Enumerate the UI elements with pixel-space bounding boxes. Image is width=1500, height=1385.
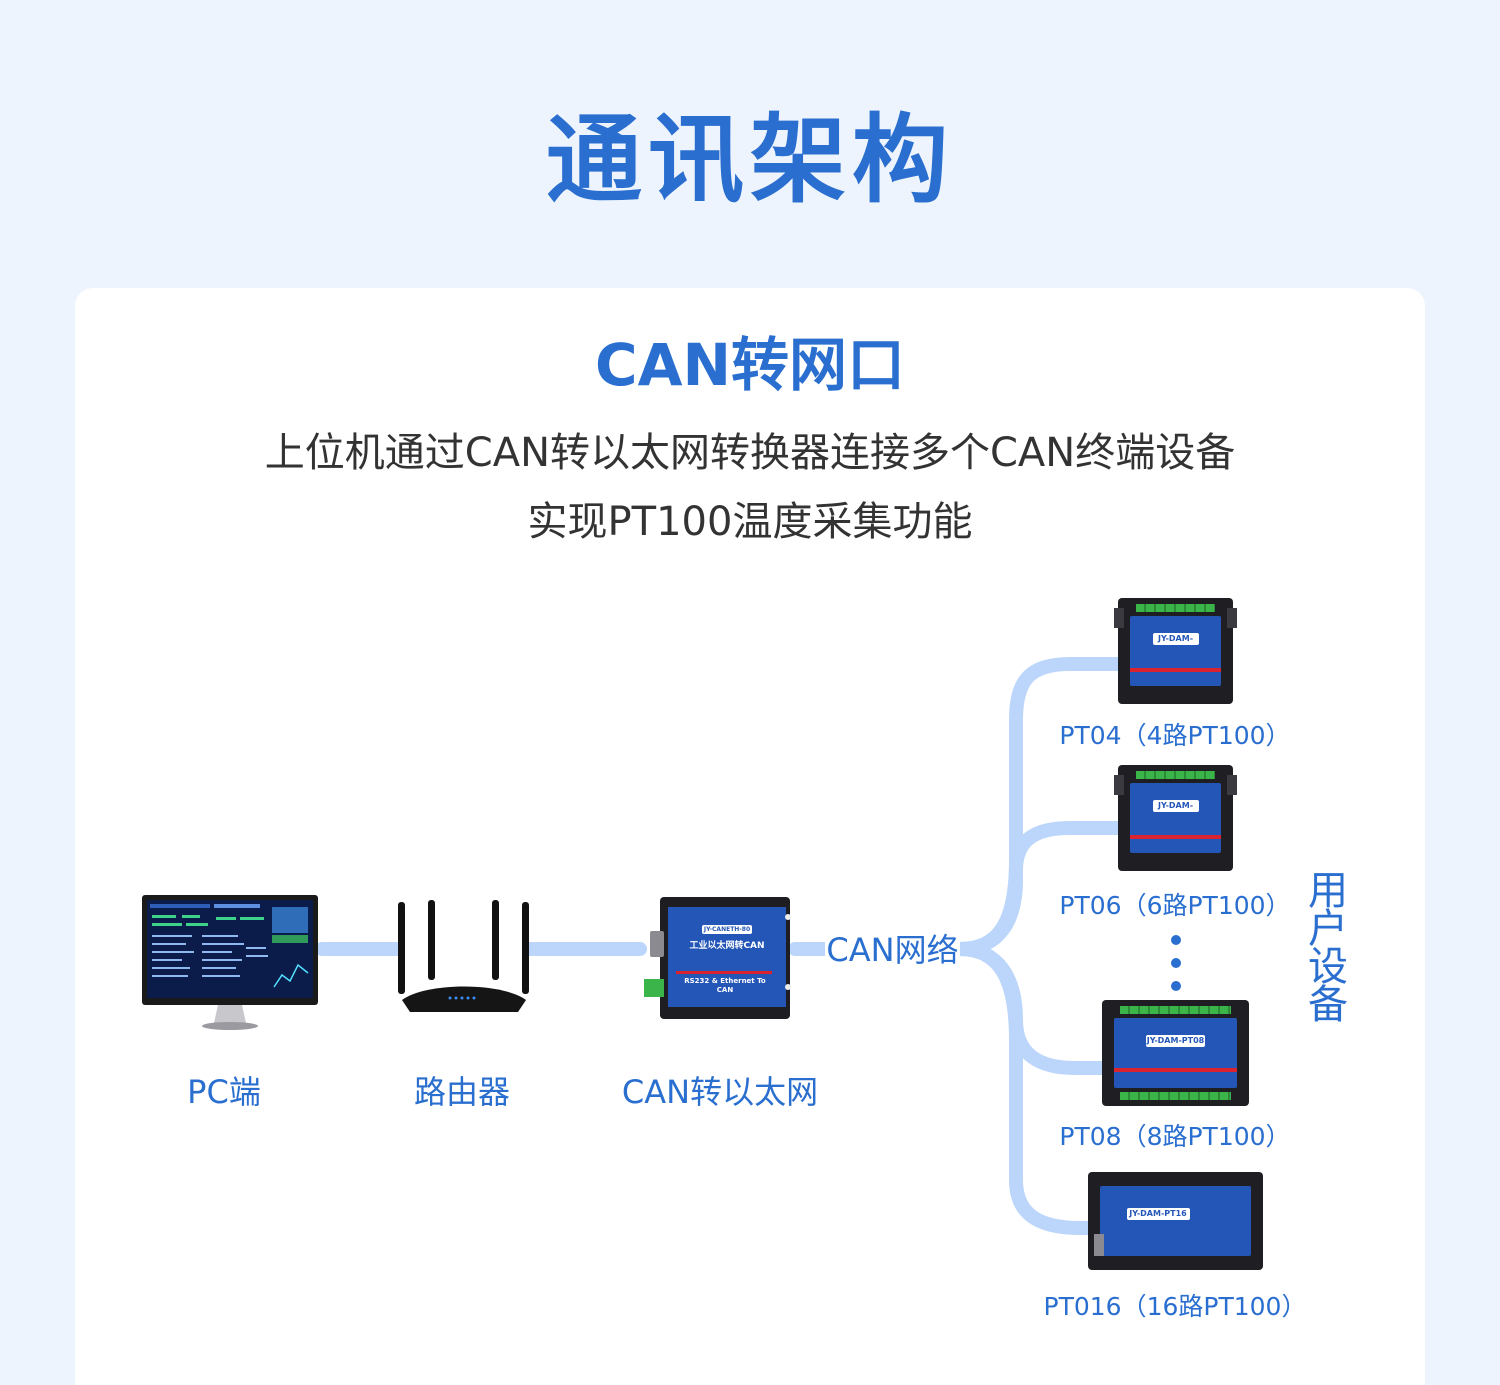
- user-devices-label: 用 户 设 备: [1308, 868, 1348, 1028]
- pt06-model-tag: JY-DAM-PT06: [1152, 800, 1199, 822]
- card-title: CAN转网口: [595, 331, 905, 399]
- converter-label: CAN转以太网: [621, 1073, 819, 1111]
- converter-subtitle: RS232 & Ethernet To CAN: [684, 977, 766, 994]
- router-icon: [396, 898, 532, 1018]
- pt16-model-tag: JY-DAM-PT16: [1126, 1208, 1190, 1220]
- pt08-label: PT08（8路PT100）: [1059, 1122, 1291, 1151]
- can-ethernet-converter-icon: JY-CANETH-80 工业以太网转CAN RS232 & Ethernet …: [642, 895, 794, 1021]
- pc-label: PC端: [187, 1073, 261, 1111]
- router-label: 路由器: [413, 1073, 510, 1111]
- vertical-dots-icon: [1171, 935, 1181, 991]
- pt04-model-tag: JY-DAM-PT04: [1152, 633, 1199, 655]
- converter-model-tag: JY-CANETH-80: [703, 926, 751, 933]
- branch-pt08: [953, 942, 1109, 1075]
- pt06-label: PT06（6路PT100）: [1059, 891, 1291, 920]
- pt04-module: JY-DAM-PT04: [1114, 598, 1237, 704]
- description-line-2: 实现PT100温度采集功能: [527, 499, 973, 545]
- converter-name: 工业以太网转CAN: [689, 941, 765, 951]
- pt04-label: PT04（4路PT100）: [1059, 721, 1291, 750]
- branch-pt06: [953, 821, 1125, 956]
- pt06-module: JY-DAM-PT06: [1114, 765, 1237, 871]
- pt08-module: JY-DAM-PT08: [1102, 1000, 1249, 1106]
- description-line-1: 上位机通过CAN转以太网转换器连接多个CAN终端设备: [264, 430, 1236, 476]
- can-network-label: CAN网络: [825, 930, 960, 970]
- monitor-icon: [142, 895, 318, 1031]
- pt08-model-tag: JY-DAM-PT08: [1146, 1035, 1205, 1047]
- branch-pt16: [953, 942, 1095, 1235]
- pt16-label: PT016（16路PT100）: [1043, 1292, 1307, 1321]
- page-title: 通讯架构: [546, 104, 954, 216]
- pt16-module: JY-DAM-PT16: [1088, 1172, 1263, 1270]
